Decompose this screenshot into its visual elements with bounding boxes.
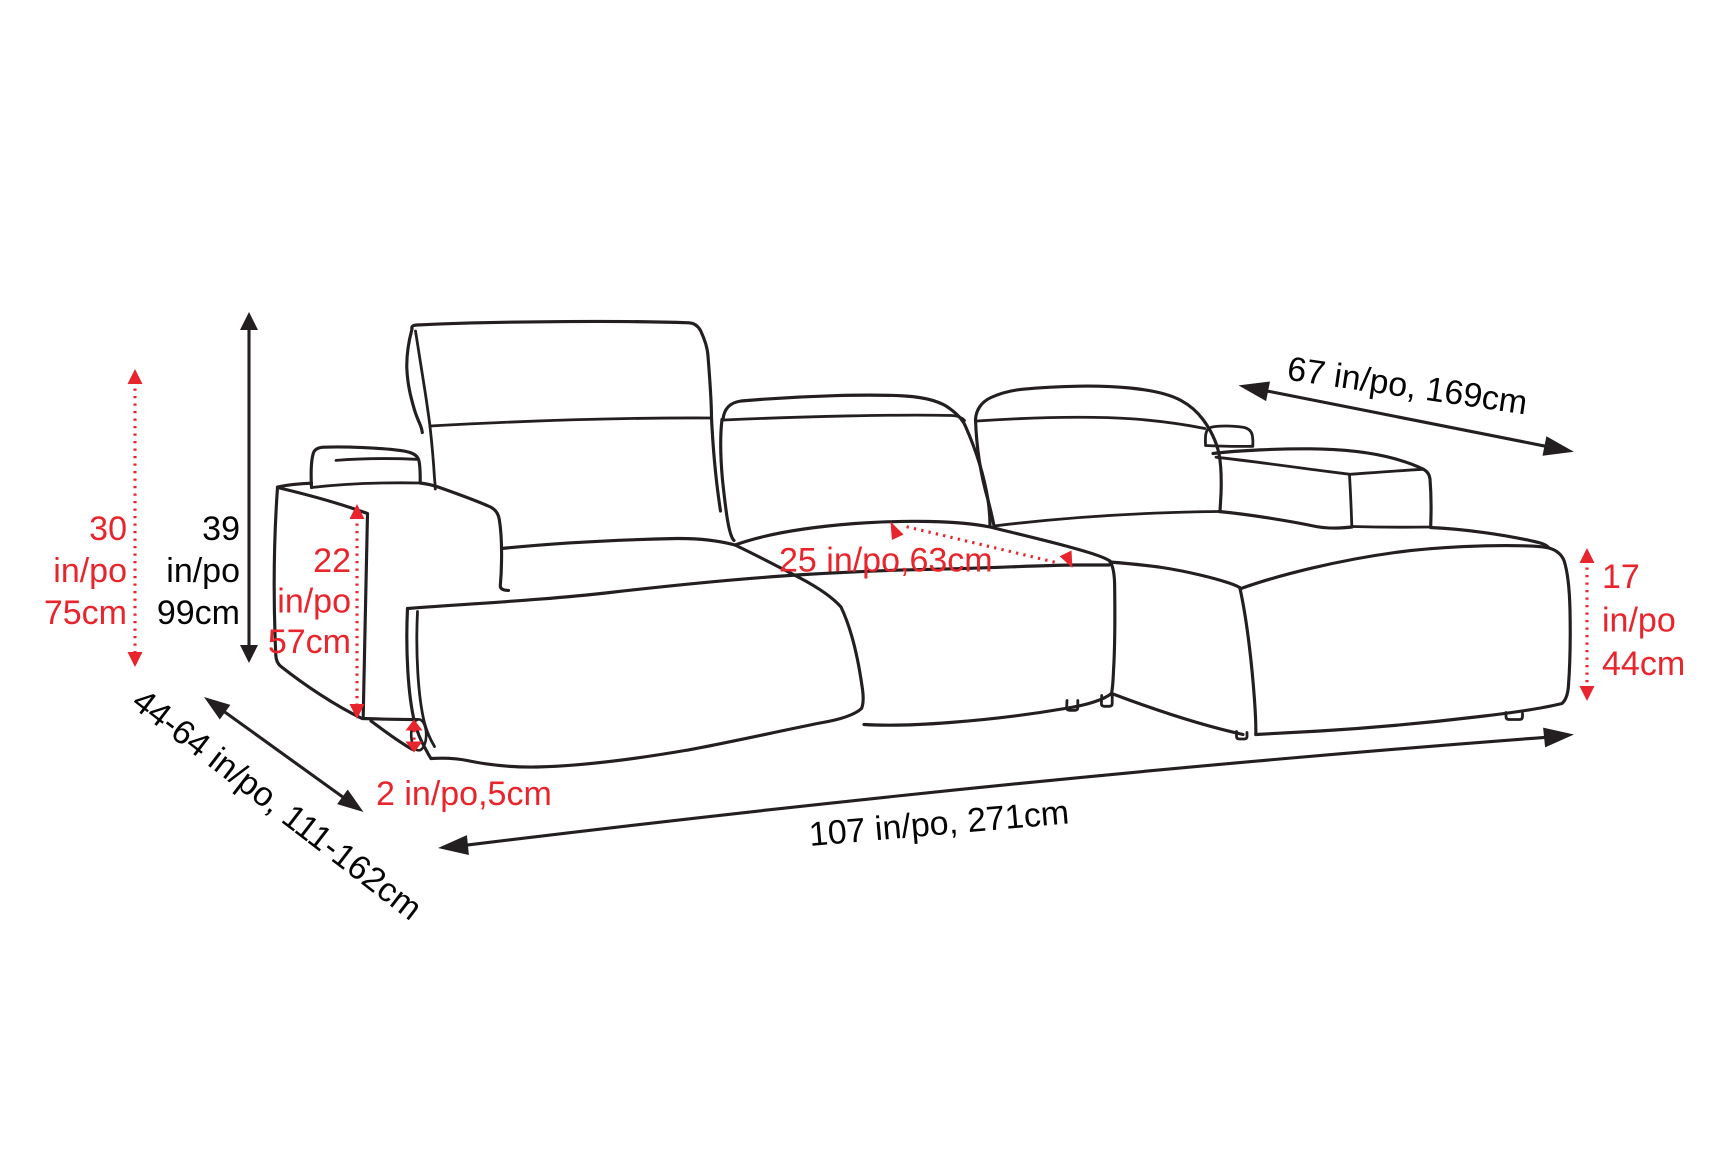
svg-text:in/po: in/po xyxy=(166,552,240,590)
svg-text:22: 22 xyxy=(313,542,351,580)
svg-text:75cm: 75cm xyxy=(44,594,127,632)
svg-text:2 in/po,5cm: 2 in/po,5cm xyxy=(376,775,552,813)
svg-text:in/po: in/po xyxy=(1602,602,1676,640)
svg-text:99cm: 99cm xyxy=(157,594,240,632)
svg-text:17: 17 xyxy=(1602,558,1640,596)
svg-text:39: 39 xyxy=(202,510,240,548)
svg-text:in/po: in/po xyxy=(277,583,351,621)
svg-text:25 in/po,63cm: 25 in/po,63cm xyxy=(779,542,993,580)
svg-text:30: 30 xyxy=(89,510,127,548)
svg-text:57cm: 57cm xyxy=(268,623,351,661)
svg-text:44cm: 44cm xyxy=(1602,645,1685,683)
svg-text:in/po: in/po xyxy=(53,552,127,590)
